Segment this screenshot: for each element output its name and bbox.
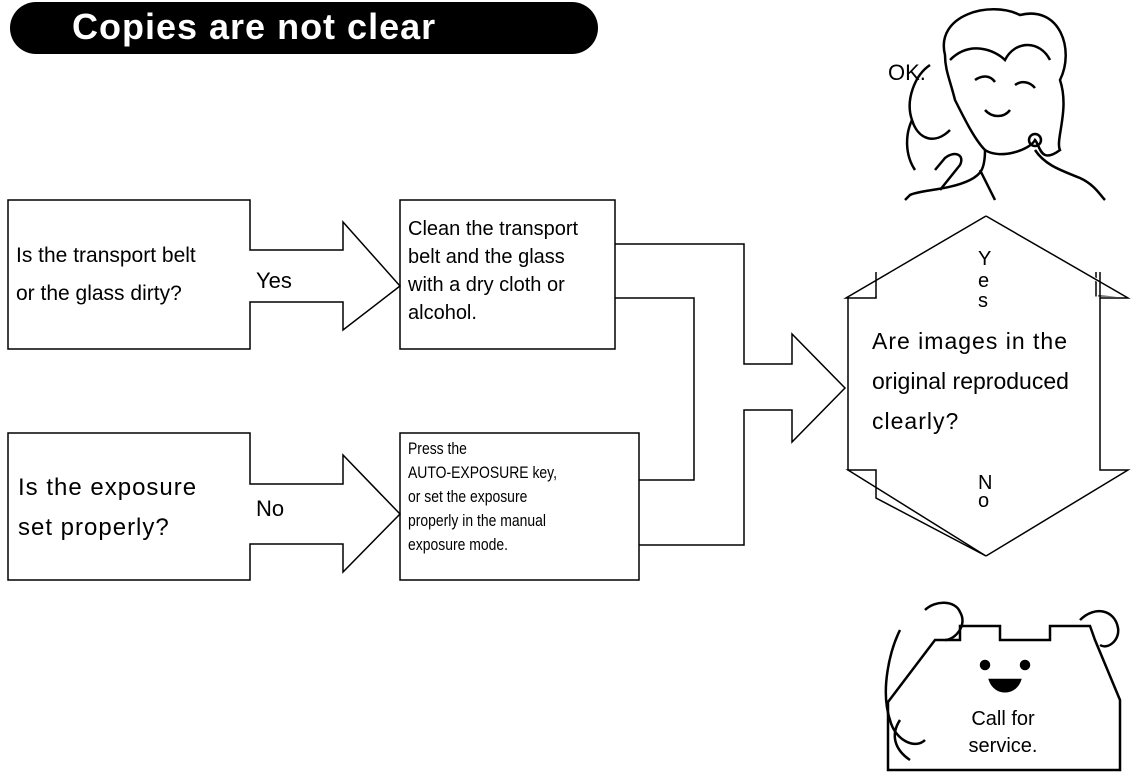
decision-line3: clearly? bbox=[872, 408, 959, 435]
question-2-line1: Is the exposure bbox=[18, 474, 197, 502]
decision-no-o: o bbox=[978, 490, 989, 513]
yes-arrow-label: Yes bbox=[256, 268, 292, 294]
decision-yes-s: s bbox=[978, 290, 988, 313]
action-1-line3: with a dry cloth or bbox=[408, 274, 565, 297]
question-2-line2: set properly? bbox=[18, 514, 170, 542]
service-caption-line1: Call for bbox=[971, 708, 1035, 730]
question-1-line2: or the glass dirty? bbox=[16, 282, 182, 306]
action-1-line2: belt and the glass bbox=[408, 246, 565, 269]
question-1-line1: Is the transport belt bbox=[16, 244, 196, 268]
no-arrow-label: No bbox=[256, 496, 284, 522]
question-2-box bbox=[8, 433, 400, 580]
question-1-box bbox=[8, 200, 400, 349]
decision-line1: Are images in the bbox=[872, 328, 1068, 355]
action-2-line2: AUTO-EXPOSURE key, bbox=[408, 463, 557, 483]
ok-caption: OK. bbox=[888, 60, 926, 85]
action-1-box bbox=[400, 200, 845, 480]
connector-upper bbox=[615, 244, 845, 545]
action-2-line5: exposure mode. bbox=[408, 535, 508, 555]
action-1-line4: alcohol. bbox=[408, 302, 477, 325]
action-2-line3: or set the exposure bbox=[408, 487, 527, 507]
ok-woman-illustration bbox=[905, 9, 1105, 200]
action-2-line4: properly in the manual bbox=[408, 511, 546, 531]
connector-lower bbox=[615, 298, 694, 480]
decision-yes-y: Y bbox=[978, 248, 991, 271]
action-2-line1: Press the bbox=[408, 439, 467, 459]
service-caption-line2: service. bbox=[969, 735, 1038, 757]
action-1-line1: Clean the transport bbox=[408, 218, 578, 241]
decision-line2: original reproduced bbox=[872, 368, 1069, 395]
